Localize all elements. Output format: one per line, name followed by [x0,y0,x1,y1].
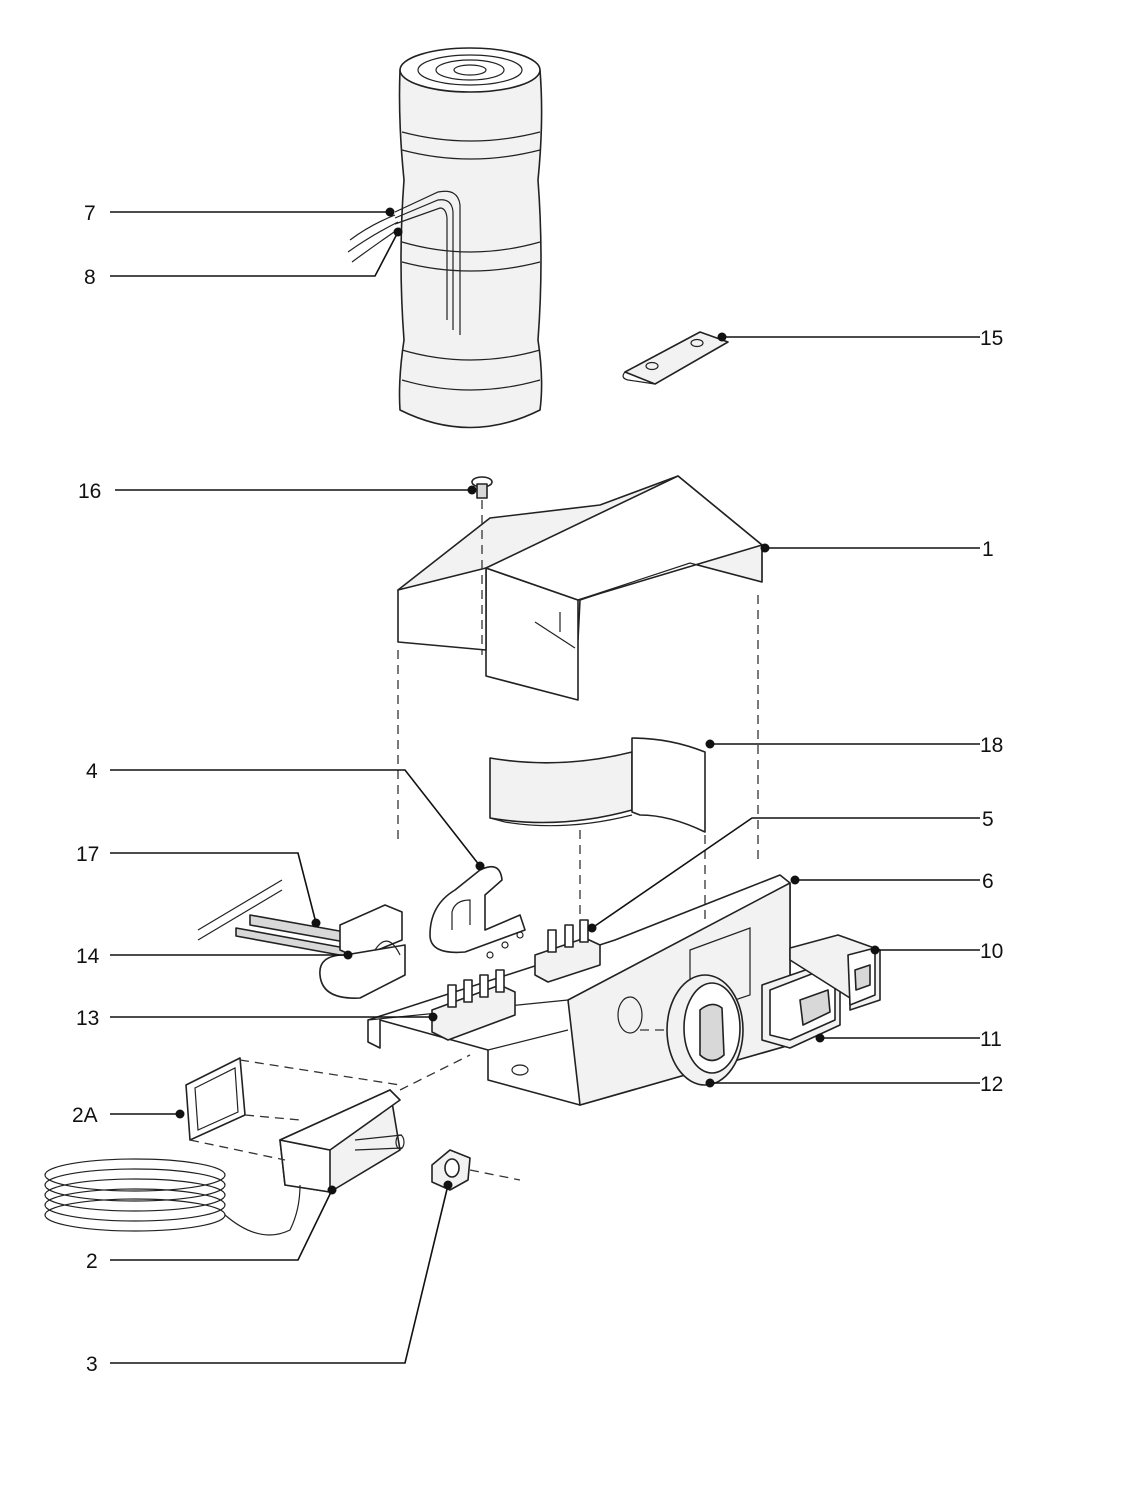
callout-3: 3 [86,1353,98,1376]
callout-leader-lines [110,207,980,1364]
callout-11: 11 [980,1028,1002,1051]
hex-nut [431,1149,471,1191]
rocker-switch-11 [761,964,841,1049]
thermostat [44,1089,405,1236]
terminal-block-lower [431,969,516,1041]
insulated-tank [347,47,543,429]
callout-8: 8 [84,266,96,289]
callout-2: 2 [86,1250,98,1273]
callout-17: 17 [76,843,99,866]
callout-7: 7 [84,202,96,225]
callout-12: 12 [980,1073,1003,1096]
callout-16: 16 [78,480,101,503]
cord-strain-relief [197,879,406,999]
callout-2A: 2A [72,1104,98,1127]
terminal-block-upper [534,919,601,983]
rocker-switch-10 [789,934,881,1011]
callout-14: 14 [76,945,100,968]
callout-15: 15 [980,327,1003,350]
screw [471,476,493,499]
callout-6: 6 [982,870,994,893]
callout-4: 4 [86,760,98,783]
thermostat-knob [666,974,744,1086]
clip-bracket [622,331,729,385]
callout-10: 10 [980,940,1003,963]
assembly-guide-lines [189,500,759,1181]
callout-18: 18 [980,734,1003,757]
callout-labels: 7 8 15 16 1 18 4 5 17 6 14 10 13 11 12 2… [72,202,1003,1376]
insulation-pad [489,737,706,833]
callout-5: 5 [982,808,994,831]
callout-1: 1 [982,538,994,561]
callout-13: 13 [76,1007,99,1030]
cable-clamp [429,865,526,954]
control-cover [397,475,763,701]
mounting-plate [185,1057,246,1141]
